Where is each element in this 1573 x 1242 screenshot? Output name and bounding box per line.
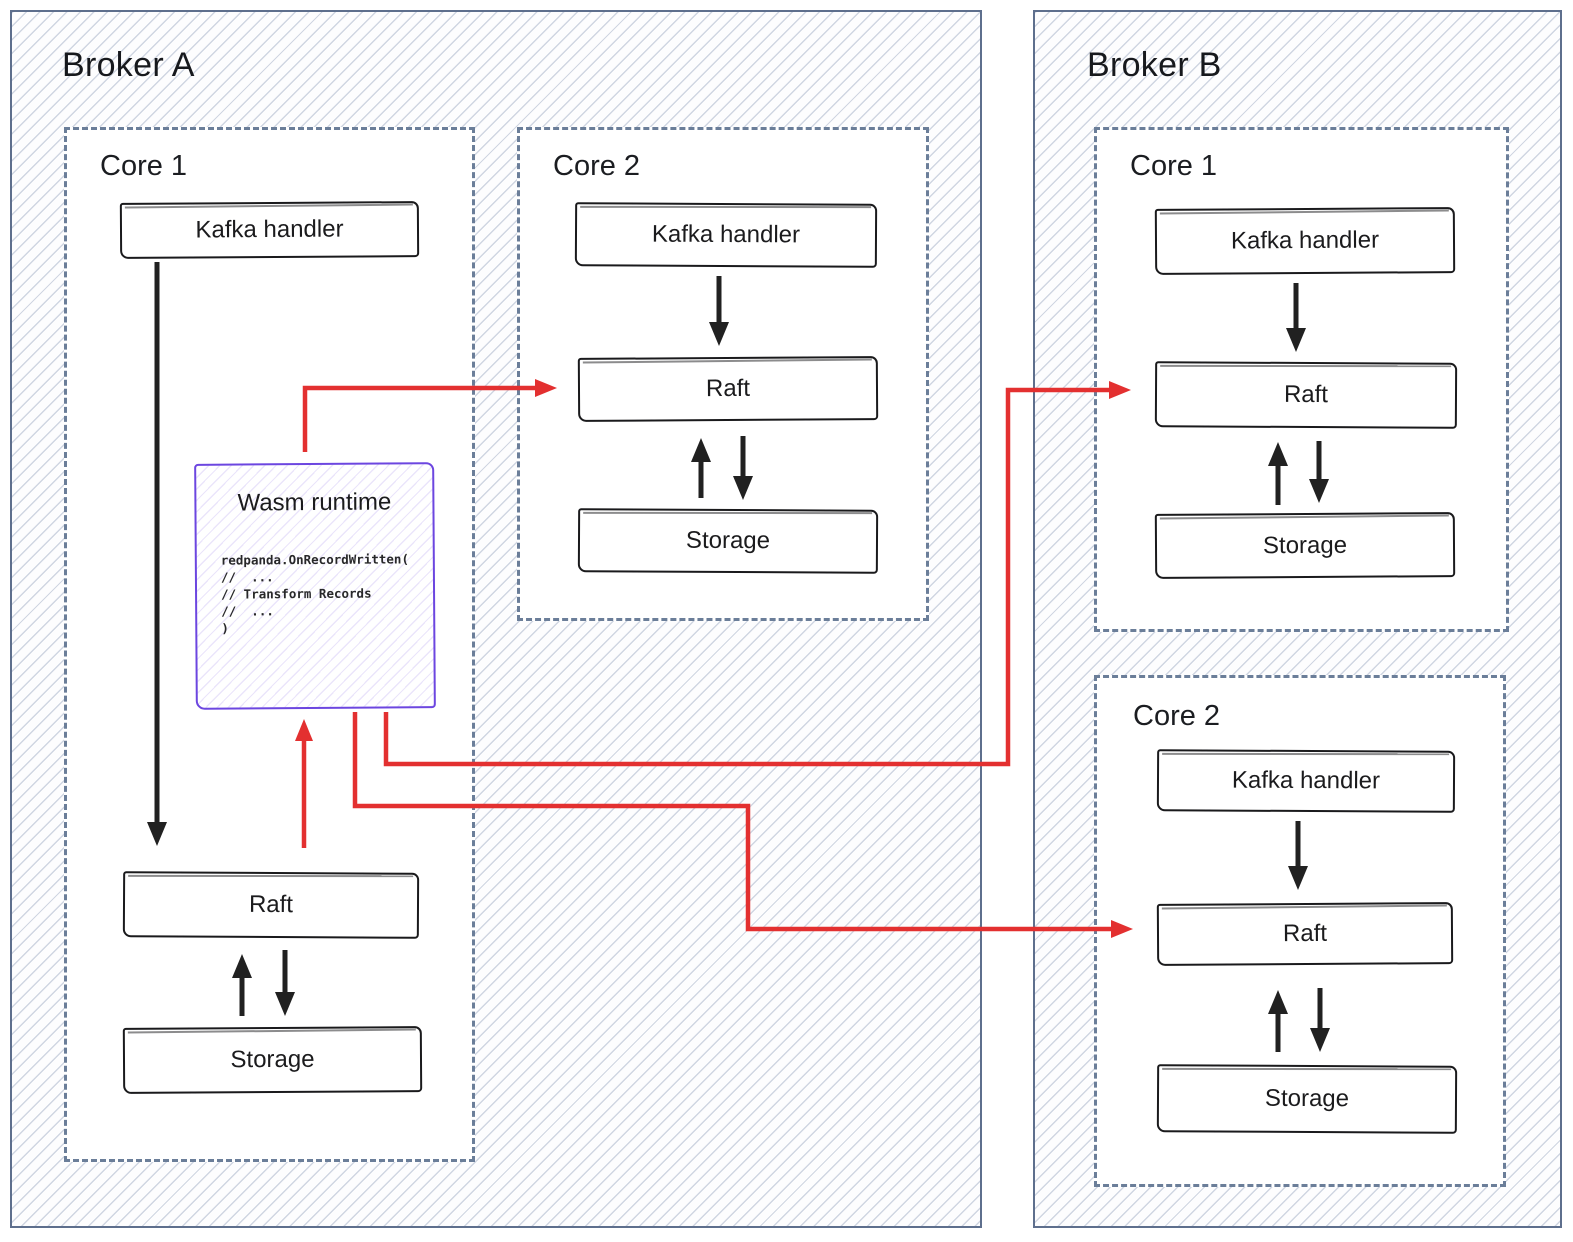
broker-b-title: Broker B [1087,46,1222,84]
broker-b-core-1: Core 1 Kafka handler Raft Storage [1094,127,1509,632]
broker-a-core-1: Core 1 Kafka handler Wasm runtime redpan… [64,127,475,1162]
broker-b-core-2: Core 2 Kafka handler Raft Storage [1094,675,1506,1187]
wasm-code-snippet: redpanda.OnRecordWritten( // ... // Tran… [221,550,410,636]
kafka-handler-box-b2: Kafka handler [1156,749,1456,813]
broker-b-core-2-title: Core 2 [1133,700,1221,732]
broker-b-container: Broker B Core 1 Kafka handler Raft Stora… [1033,10,1562,1228]
kafka-handler-label: Kafka handler [195,215,344,244]
broker-b-core-1-title: Core 1 [1130,150,1218,182]
kafka-handler-label: Kafka handler [651,220,801,249]
kafka-handler-label: Kafka handler [1231,766,1381,795]
raft-box-a2: Raft [577,356,879,422]
wasm-runtime-title: Wasm runtime [237,488,392,517]
storage-box-b2: Storage [1156,1064,1458,1134]
broker-a-title: Broker A [62,46,195,84]
storage-box-b1: Storage [1154,512,1456,579]
wasm-code-line: ) [221,620,229,636]
storage-label: Storage [685,526,771,555]
broker-a-core-2: Core 2 Kafka handler Raft Storage [517,127,929,621]
kafka-handler-box-a2: Kafka handler [574,202,878,268]
storage-box-a2: Storage [577,508,879,574]
raft-label: Raft [248,890,294,919]
broker-a-container: Broker A Core 1 Kafka handler Wasm runti… [10,10,982,1228]
storage-label: Storage [1264,1084,1350,1113]
wasm-code-line: // Transform Records [221,585,372,602]
storage-box-a1: Storage [122,1026,423,1094]
raft-label: Raft [1283,380,1329,409]
broker-a-core-1-title: Core 1 [100,150,188,182]
wasm-code-line: // ... [221,603,274,619]
raft-box-b1: Raft [1154,361,1458,429]
broker-a-core-2-title: Core 2 [553,150,641,182]
wasm-runtime-box: Wasm runtime redpanda.OnRecordWritten( /… [194,462,436,710]
wasm-code-line: // ... [220,569,274,585]
wasm-code-line: redpanda.OnRecordWritten( [220,551,410,568]
raft-box-b2: Raft [1156,902,1454,966]
raft-label: Raft [1282,919,1328,948]
storage-label: Storage [1262,531,1348,559]
kafka-handler-box-b1: Kafka handler [1154,207,1456,275]
kafka-handler-label: Kafka handler [1230,226,1380,255]
raft-box-a1: Raft [122,871,420,939]
kafka-handler-box-a1: Kafka handler [119,201,420,259]
raft-label: Raft [705,374,751,403]
storage-label: Storage [230,1045,315,1074]
